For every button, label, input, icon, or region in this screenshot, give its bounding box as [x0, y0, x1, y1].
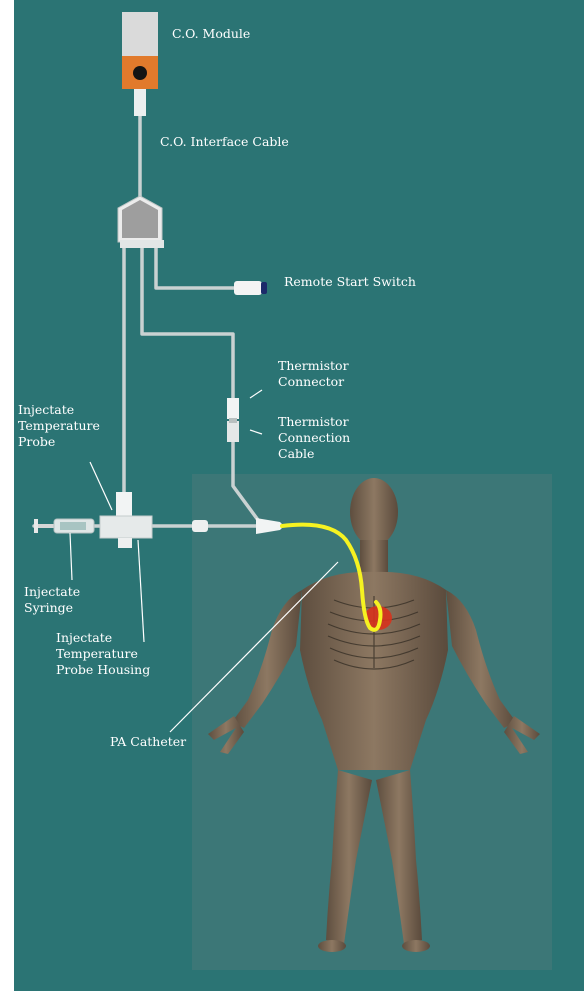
label-remote-start-switch: Remote Start Switch	[284, 274, 416, 290]
label-injectate-syringe: Injectate Syringe	[24, 584, 80, 616]
label-thermistor-connector: Thermistor Connector	[278, 358, 349, 390]
inline-connector	[192, 520, 208, 532]
label-thermistor-connection-cable: Thermistor Connection Cable	[278, 414, 350, 462]
label-co-module: C.O. Module	[172, 26, 250, 42]
label-pa-catheter: PA Catheter	[110, 734, 186, 750]
label-injectate-temperature-probe-housing: Injectate Temperature Probe Housing	[56, 630, 150, 678]
border-left	[0, 0, 14, 991]
label-injectate-temperature-probe: Injectate Temperature Probe	[18, 402, 100, 450]
remote-start-switch-icon	[234, 281, 267, 295]
label-co-interface-cable: C.O. Interface Cable	[160, 134, 289, 150]
